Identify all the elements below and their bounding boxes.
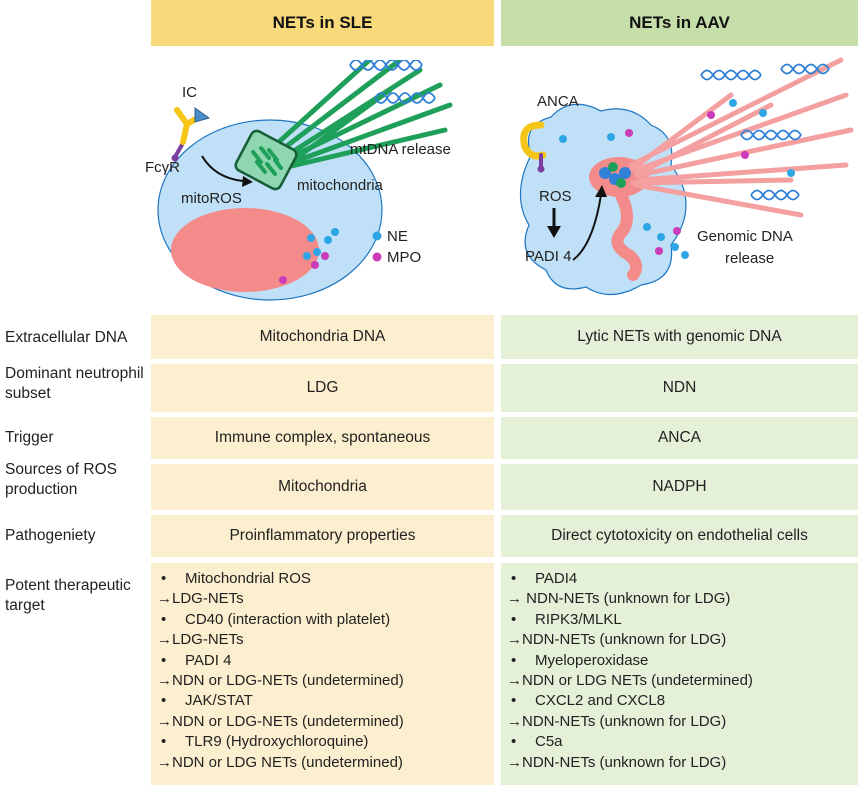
anca-antibody-icon: [520, 121, 547, 160]
list-item: PADI4: [507, 569, 858, 589]
sle-nucleus: [171, 208, 319, 292]
row-label-pathogeniety: Pathogeniety: [5, 527, 96, 544]
aav-trigger: ANCA: [501, 417, 858, 459]
mtdna-release-label: mtDNA release: [350, 141, 451, 158]
padi4-arrow: [572, 194, 602, 261]
mpo-legend-label: MPO: [387, 249, 421, 266]
list-item: Myeloperoxidase: [507, 651, 858, 671]
list-item: RIPK3/MLKL: [507, 610, 858, 630]
sle-illustration: IC FcγR mitoROS mtDNA release mitochondr…: [145, 60, 453, 301]
row-label-therapeutic-target: Potent therapeutic target: [5, 577, 131, 614]
release-label: release: [725, 250, 774, 267]
list-item: PADI 4: [157, 651, 494, 671]
list-item: →NDN or LDG NETs (undetermined): [157, 753, 403, 771]
list-item: C5a: [507, 732, 858, 752]
ros-label: ROS: [539, 188, 572, 205]
aav-ros-source: NADPH: [501, 464, 858, 510]
aav-extracellular-dna: Lytic NETs with genomic DNA: [501, 315, 858, 359]
mitoros-arrow: [201, 155, 244, 182]
genomic-dna-label: Genomic DNA: [697, 228, 793, 245]
list-item: →NDN or LDG NETs (undetermined): [507, 672, 753, 690]
mitochondrion: [234, 129, 298, 191]
ic-label: IC: [182, 84, 197, 101]
fcgr-label: FcγR: [145, 159, 180, 176]
padi4-label: PADI 4: [525, 248, 571, 265]
list-item: Mitochondrial ROS: [157, 569, 494, 589]
ne-legend-label: NE: [387, 228, 408, 245]
list-item: →NDN-NETs (unknown for LDG): [507, 753, 727, 771]
list-item: CD40 (interaction with platelet): [157, 610, 494, 630]
list-item: → NDN-NETs (unknown for LDG): [507, 590, 731, 608]
anca-label: ANCA: [537, 93, 579, 110]
sle-therapy-list: Mitochondrial ROS →LDG-NETs CD40 (intera…: [151, 563, 494, 785]
row-label-ros-source: Sources of ROS production: [5, 461, 117, 498]
list-item: →LDG-NETs: [157, 631, 244, 649]
sle-trigger: Immune complex, spontaneous: [151, 417, 494, 459]
mpo-legend-dot: [372, 252, 382, 262]
ne-legend-dot: [372, 231, 382, 241]
list-item: →NDN-NETs (unknown for LDG): [507, 631, 727, 649]
list-item: →LDG-NETs: [157, 590, 244, 608]
list-item: CXCL2 and CXCL8: [507, 691, 858, 711]
mtdna-fibers: [267, 60, 453, 173]
list-item: →NDN or LDG-NETs (undetermined): [157, 672, 404, 690]
list-item: →NDN-NETs (unknown for LDG): [507, 712, 727, 730]
mitoros-label: mitoROS: [181, 190, 242, 207]
sle-extracellular-dna: Mitochondria DNA: [151, 315, 494, 359]
aav-therapy-list: PADI4 → NDN-NETs (unknown for LDG) RIPK3…: [501, 563, 858, 785]
sle-dominant-subset: LDG: [151, 364, 494, 412]
list-item: →NDN or LDG-NETs (undetermined): [157, 712, 404, 730]
immune-complex-icon: [194, 107, 211, 123]
aav-header: NETs in AAV: [501, 0, 858, 46]
histone-cluster: [599, 162, 631, 188]
granules: [279, 228, 339, 284]
dna-helix: [349, 60, 436, 104]
genomic-dna-helix: [700, 63, 830, 201]
aav-dominant-subset: NDN: [501, 364, 858, 412]
row-label-trigger: Trigger: [5, 429, 54, 446]
row-label-extracellular-dna: Extracellular DNA: [5, 329, 128, 346]
aav-pathogeniety: Direct cytotoxicity on endothelial cells: [501, 515, 858, 557]
list-item: TLR9 (Hydroxychloroquine): [157, 732, 494, 752]
aav-illustration: ANCA ROS PADI 4 Genomic DNA release: [519, 57, 854, 296]
aav-granules: [559, 99, 795, 259]
row-label-dominant-subset: Dominant neutrophil subset: [5, 365, 144, 402]
list-item: JAK/STAT: [157, 691, 494, 711]
fcgr-receptor: [171, 141, 185, 162]
sle-pathogeniety: Proinflammatory properties: [151, 515, 494, 557]
sle-ros-source: Mitochondria: [151, 464, 494, 510]
sle-header: NETs in SLE: [151, 0, 494, 46]
mitochondria-label: mitochondria: [297, 177, 384, 194]
aav-neutrophil-cell: [519, 103, 687, 296]
